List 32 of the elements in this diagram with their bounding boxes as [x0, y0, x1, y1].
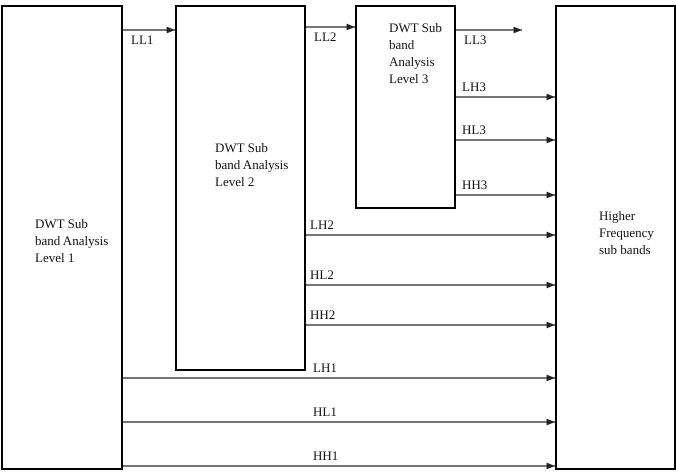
arrow: [306, 24, 355, 30]
box-label: Higher Frequency sub bands: [599, 207, 655, 258]
box-label: DWT Sub band Analysis Level 1: [35, 215, 110, 266]
process-box: [355, 5, 456, 209]
arrow: [123, 374, 555, 382]
arrow: [306, 282, 555, 288]
box-label: DWT Sub band Analysis Level 3: [389, 19, 443, 87]
edge-label: HL2: [310, 268, 334, 282]
edge-label: HH1: [313, 449, 338, 463]
arrow: [306, 232, 555, 238]
edge-label: LL3: [464, 33, 486, 47]
arrow: [123, 418, 555, 426]
arrow: [456, 26, 522, 34]
process-box: [1, 5, 123, 470]
edge-label: LH3: [462, 80, 486, 94]
edge-label: LH1: [313, 361, 337, 375]
process-box: [555, 5, 676, 470]
edge-label: HH2: [310, 308, 336, 322]
edge-label: HL3: [462, 123, 486, 137]
edge-label: LL1: [131, 33, 154, 47]
edge-label: HH3: [462, 178, 488, 192]
process-box: [175, 5, 306, 371]
arrow: [456, 192, 555, 198]
arrow: [456, 94, 555, 100]
arrow: [123, 462, 555, 470]
box-label: DWT Sub band Analysis Level 2: [215, 139, 290, 190]
edge-label: LL2: [314, 30, 336, 44]
edge-label: LH2: [310, 218, 334, 232]
edge-label: HL1: [313, 405, 337, 419]
arrow: [456, 136, 555, 144]
arrow: [306, 322, 555, 328]
arrow: [123, 26, 175, 34]
